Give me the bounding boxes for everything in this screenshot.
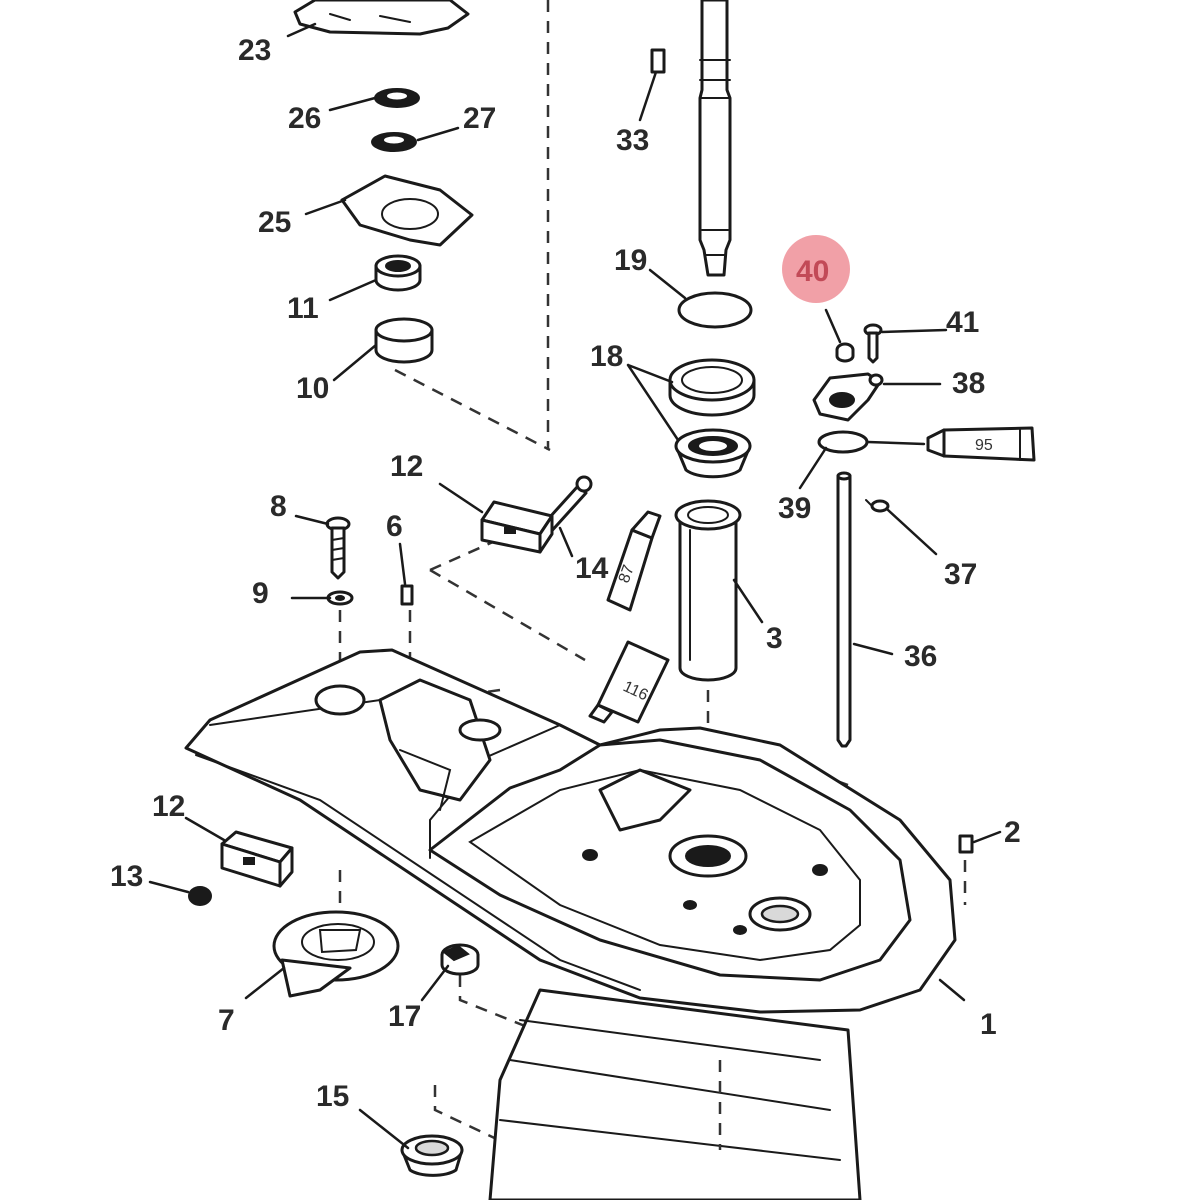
callout-40: 40 xyxy=(796,255,829,288)
highlight-circle-40 xyxy=(782,235,850,303)
callout-labels: 23 26 27 25 11 10 33 19 18 12 14 8 6 9 3… xyxy=(110,34,1021,1113)
part-8-screw xyxy=(325,516,351,580)
part-25-gasket xyxy=(340,174,474,247)
callout-26: 26 xyxy=(288,102,321,135)
callout-23: 23 xyxy=(238,34,271,67)
part-38-bracket xyxy=(812,372,884,422)
callout-12-upper: 12 xyxy=(390,450,423,483)
part-9-washer xyxy=(326,590,354,606)
callout-36: 36 xyxy=(904,640,937,673)
part-41-screw xyxy=(863,323,883,364)
part-18-bearing-cup xyxy=(668,358,756,417)
part-3-tube xyxy=(674,499,742,682)
lubricant-tube-116: 116 xyxy=(588,640,670,724)
part-19-o-ring xyxy=(677,291,753,329)
part-27-seal xyxy=(371,132,417,152)
callout-37: 37 xyxy=(944,558,977,591)
callout-17: 17 xyxy=(388,1000,421,1033)
callout-19: 19 xyxy=(614,244,647,277)
svg-text:95: 95 xyxy=(975,437,993,454)
callout-12-lower: 12 xyxy=(152,790,185,823)
part-17-plug xyxy=(440,943,480,976)
part-6-pin xyxy=(400,584,414,606)
callout-13: 13 xyxy=(110,860,143,893)
part-15-cap xyxy=(400,1134,464,1177)
callout-18: 18 xyxy=(590,340,623,373)
callout-3: 3 xyxy=(766,622,783,655)
part-12-anode-upper xyxy=(480,500,554,554)
callout-33: 33 xyxy=(616,124,649,157)
callout-15: 15 xyxy=(316,1080,349,1113)
part-2-plug xyxy=(958,834,974,854)
callout-38: 38 xyxy=(952,367,985,400)
part-1-gearcase-housing xyxy=(184,648,957,1200)
callout-7: 7 xyxy=(218,1004,235,1037)
callout-41: 41 xyxy=(946,306,979,339)
leader-lines xyxy=(148,22,1002,1150)
part-13-nut xyxy=(188,886,212,906)
part-11-bearing xyxy=(374,254,422,292)
callout-10: 10 xyxy=(296,372,329,405)
callout-11: 11 xyxy=(287,292,319,325)
part-26-seal xyxy=(374,88,420,108)
part-37-clip xyxy=(865,499,890,513)
callout-6: 6 xyxy=(386,510,403,543)
part-7-trim-tab xyxy=(272,910,400,998)
callout-8: 8 xyxy=(270,490,287,523)
lubricant-tube-87: 87 xyxy=(606,510,662,612)
callout-39: 39 xyxy=(778,492,811,525)
callout-27: 27 xyxy=(463,102,496,135)
part-40-nut xyxy=(835,342,855,363)
part-33-key xyxy=(650,48,666,74)
drive-shaft xyxy=(698,0,732,277)
part-18-bearing-cone xyxy=(674,428,752,479)
part-10-sleeve xyxy=(374,317,434,364)
part-36-shift-rod xyxy=(836,471,852,748)
callout-25: 25 xyxy=(258,206,291,239)
callout-1: 1 xyxy=(980,1008,997,1041)
callout-14: 14 xyxy=(575,552,609,585)
part-12-anode-lower xyxy=(220,830,294,888)
svg-text:87: 87 xyxy=(616,563,638,586)
callout-9: 9 xyxy=(252,577,269,610)
lubricant-tube-95: 95 xyxy=(926,426,1036,462)
callout-2: 2 xyxy=(1004,816,1021,849)
